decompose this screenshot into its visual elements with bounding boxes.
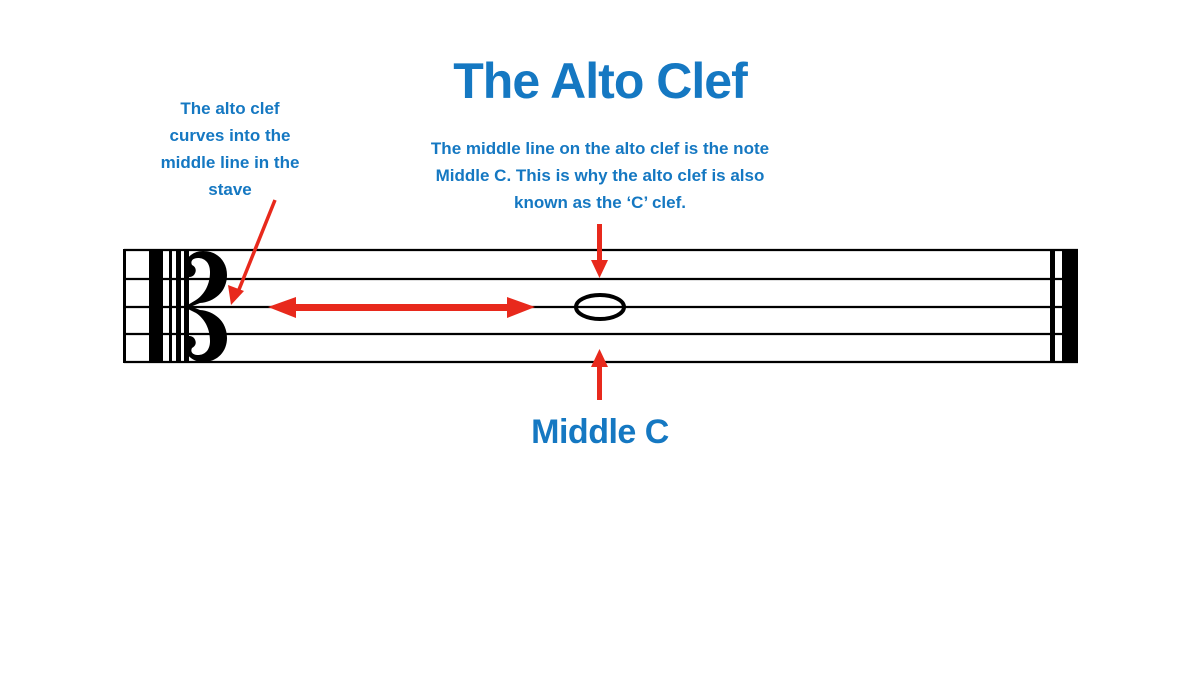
alto-clef-icon xyxy=(176,250,227,362)
middle-line-annotation-line: The middle line on the alto clef is the … xyxy=(430,139,770,158)
middle-line-double-arrow xyxy=(268,297,535,318)
middle-line-annotation: The middle line on the alto clef is the … xyxy=(380,135,820,216)
clef-annotation-line: stave xyxy=(208,180,252,199)
clef-annotation-line: middle line in the xyxy=(160,153,300,172)
clef-pointer-arrow xyxy=(234,199,277,298)
middle-line-annotation-line: known as the ‘C’ clef. xyxy=(514,193,686,212)
final-barline xyxy=(1050,249,1078,363)
down-arrow xyxy=(591,224,608,278)
clef-annotation: The alto clef curves into the middle lin… xyxy=(130,95,330,203)
middle-line-annotation-line: Middle C. This is why the alto clef is a… xyxy=(435,166,765,185)
middle-c-label: Middle C xyxy=(531,413,669,451)
page-title: The Alto Clef xyxy=(453,53,747,109)
clef-annotation-line: curves into the xyxy=(169,126,291,145)
clef-pointer-arrowhead xyxy=(228,285,244,305)
middle-c-note xyxy=(574,293,626,321)
left-barline xyxy=(123,249,172,363)
up-arrow xyxy=(591,349,608,400)
clef-annotation-line: The alto clef xyxy=(180,99,280,118)
